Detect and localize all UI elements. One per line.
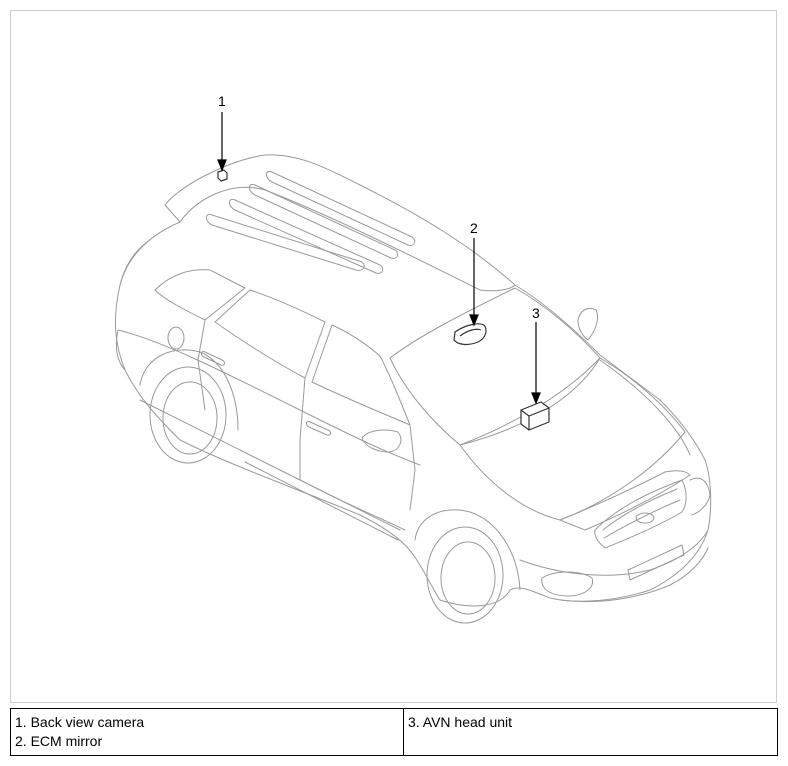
fuel-door bbox=[167, 326, 185, 350]
fog-lamp bbox=[541, 571, 594, 597]
legend-cell-left: 1. Back view camera 2. ECM mirror bbox=[10, 708, 404, 756]
headlight bbox=[559, 470, 691, 531]
legend-item-avn-head-unit: 3. AVN head unit bbox=[408, 714, 513, 730]
front-door-window bbox=[311, 324, 411, 426]
avn-head-unit-face bbox=[520, 407, 550, 430]
legend-item-back-view-camera: 1. Back view camera bbox=[15, 714, 145, 730]
door-handle bbox=[201, 351, 225, 366]
callout-number-1: 1 bbox=[218, 93, 226, 109]
emblem bbox=[635, 512, 655, 524]
front-wheel bbox=[426, 526, 504, 624]
roof-rail bbox=[228, 198, 384, 274]
front-wheel-arch bbox=[414, 509, 521, 591]
callout-number-3: 3 bbox=[532, 305, 540, 321]
hood bbox=[459, 357, 686, 521]
arrow-head-2 bbox=[469, 314, 479, 327]
ecm-mirror-inner bbox=[459, 328, 482, 337]
body-side-line bbox=[117, 329, 421, 466]
grille bbox=[594, 479, 687, 549]
windshield bbox=[389, 287, 601, 446]
roof-rail bbox=[248, 183, 399, 259]
tailgate bbox=[116, 239, 151, 371]
callout-number-2: 2 bbox=[470, 220, 478, 236]
license-plate bbox=[627, 544, 685, 581]
back-view-camera bbox=[217, 169, 228, 182]
right-headlight bbox=[689, 477, 711, 516]
vehicle-body bbox=[114, 221, 712, 607]
rear-quarter-window bbox=[154, 269, 246, 321]
side-mirror bbox=[361, 429, 402, 453]
rear-wheel-rim bbox=[162, 381, 218, 455]
vehicle-diagram: 1 2 3 bbox=[114, 93, 712, 624]
grille-inner bbox=[602, 488, 681, 539]
ecm-mirror bbox=[453, 323, 487, 346]
figure-frame bbox=[10, 10, 777, 703]
lower-bumper bbox=[559, 547, 709, 603]
avn-head-unit bbox=[520, 401, 550, 431]
rocker-line bbox=[239, 449, 401, 541]
left-mirror-far bbox=[577, 307, 599, 341]
rear-door-window bbox=[214, 289, 326, 379]
body-lower-line bbox=[139, 399, 406, 531]
legend-table: 1. Back view camera 2. ECM mirror 3. AVN… bbox=[10, 708, 778, 756]
roof-rail bbox=[265, 170, 416, 246]
door-handle bbox=[306, 421, 331, 436]
roof-rail bbox=[205, 213, 365, 271]
rear-wheel bbox=[149, 366, 227, 464]
rear-wheel-arch bbox=[139, 349, 239, 431]
legend-cell-right: 3. AVN head unit bbox=[403, 708, 778, 756]
door-line bbox=[197, 319, 416, 511]
front-wheel-rim bbox=[440, 541, 496, 615]
arrow-head-1 bbox=[217, 159, 227, 172]
hood-crease bbox=[599, 359, 691, 456]
front-bumper bbox=[519, 529, 709, 576]
legend-row: 1. Back view camera 2. ECM mirror 3. AVN… bbox=[10, 708, 778, 756]
legend-item-ecm-mirror: 2. ECM mirror bbox=[15, 733, 103, 749]
arrow-head-3 bbox=[531, 392, 541, 405]
